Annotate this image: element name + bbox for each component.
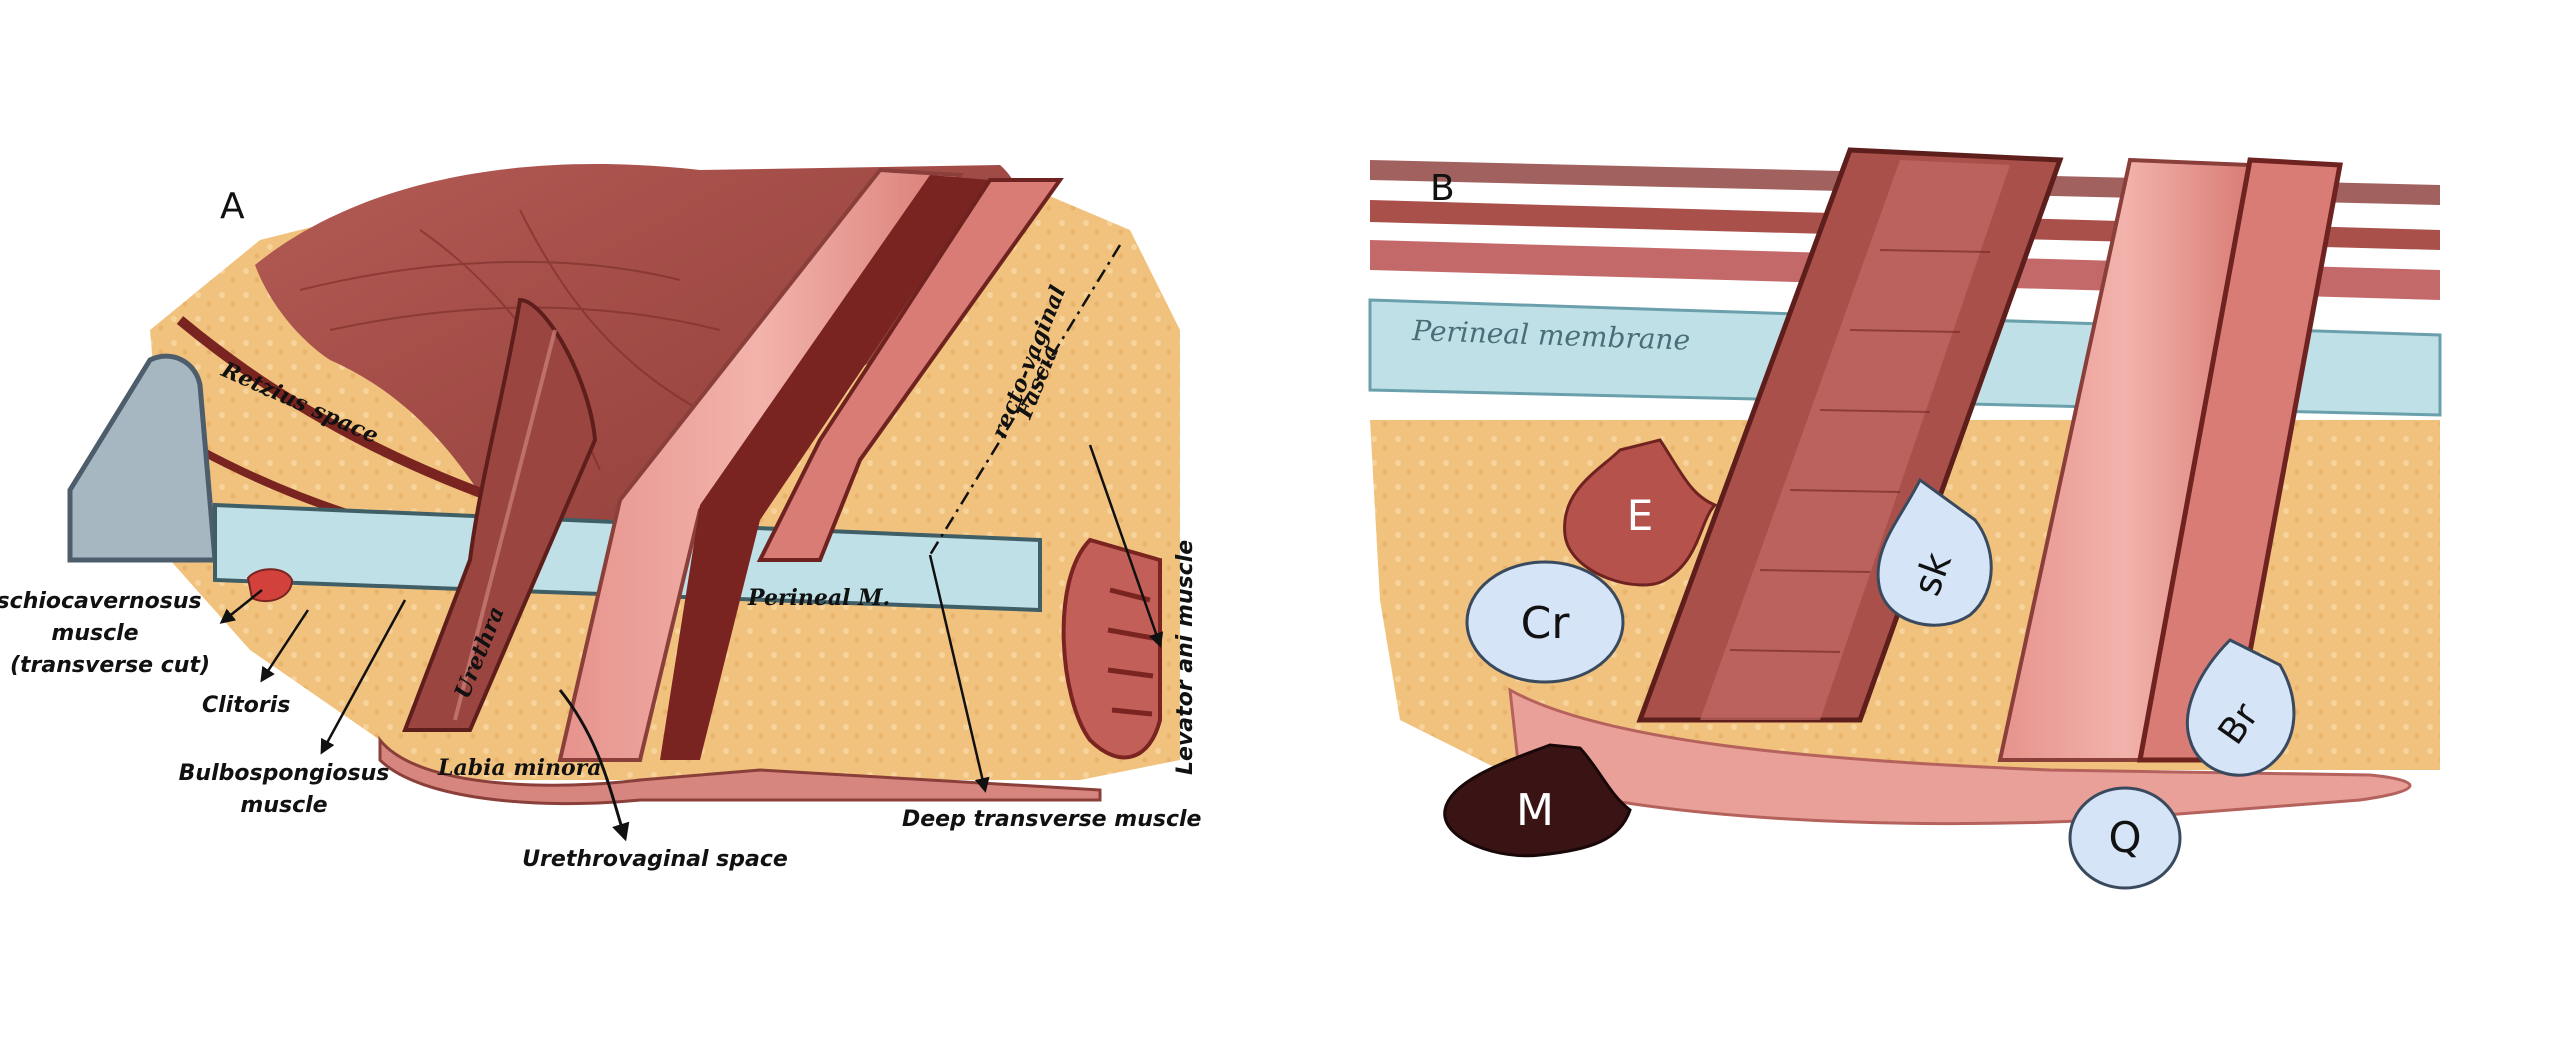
arrow-bulbo xyxy=(320,599,407,755)
marker-E-label: E xyxy=(1627,491,1654,540)
ischio-label-2: muscle xyxy=(51,621,138,646)
panel-a-letter: A xyxy=(220,186,245,227)
marker-E: E xyxy=(1563,438,1718,587)
ischio-label-3: (transverse cut) xyxy=(10,653,210,678)
urethra-tube xyxy=(402,297,598,732)
marker-Q-label: Q xyxy=(2108,813,2141,862)
bulbo-label-2: muscle xyxy=(240,793,327,818)
marker-Cr: Cr xyxy=(1465,560,1625,684)
panel-b-letter: B xyxy=(1430,168,1455,209)
pubic-bone xyxy=(67,353,218,563)
marker-M: M xyxy=(1443,743,1632,858)
vagina-dark-layer xyxy=(660,175,990,760)
arrow-urethrovaginal xyxy=(558,689,630,842)
recto-vaginal-fascia-line xyxy=(928,244,1122,556)
vagina-wall xyxy=(557,167,964,762)
bulbo-label-1: Bulbospongiosus xyxy=(179,761,390,786)
urethra-b-hatching xyxy=(1729,249,1991,653)
marker-Br: Br xyxy=(2185,638,2296,777)
urethra-lumen xyxy=(453,329,557,721)
levator-ani-fibers xyxy=(1107,587,1154,717)
ischio-label-1: Ischiocavernosus xyxy=(0,589,202,614)
labia-minora-label: Labia minora xyxy=(437,755,602,781)
labia-skin xyxy=(378,735,1102,806)
deep-transverse-label: Deep transverse muscle xyxy=(902,807,1202,832)
panel-b: E Cr sk M Br Q B Perineal membrane xyxy=(1368,147,2442,890)
urethrovaginal-label: Urethrovaginal space xyxy=(522,847,788,872)
clitoris-label: Clitoris xyxy=(202,693,290,718)
marker-M-label: M xyxy=(1516,785,1554,836)
perineal-m-label: Perineal M. xyxy=(747,585,890,611)
skin-band-b xyxy=(1508,687,2412,826)
levator-label: Levator ani muscle xyxy=(1173,540,1198,775)
rectum-wall xyxy=(756,178,1064,562)
arrow-levator xyxy=(1088,444,1164,648)
marker-Cr-label: Cr xyxy=(1521,598,1571,649)
panel-a: A Retzius space recto-vaginal Fascia Per… xyxy=(0,164,1202,872)
arrow-clitoris xyxy=(260,609,310,683)
marker-Q: Q xyxy=(2068,786,2182,890)
arrow-ischio xyxy=(219,589,263,624)
marker-sk: sk xyxy=(1876,477,1993,627)
arrow-deep-transverse xyxy=(928,554,990,793)
urethra-b-lumen xyxy=(1700,160,2010,720)
